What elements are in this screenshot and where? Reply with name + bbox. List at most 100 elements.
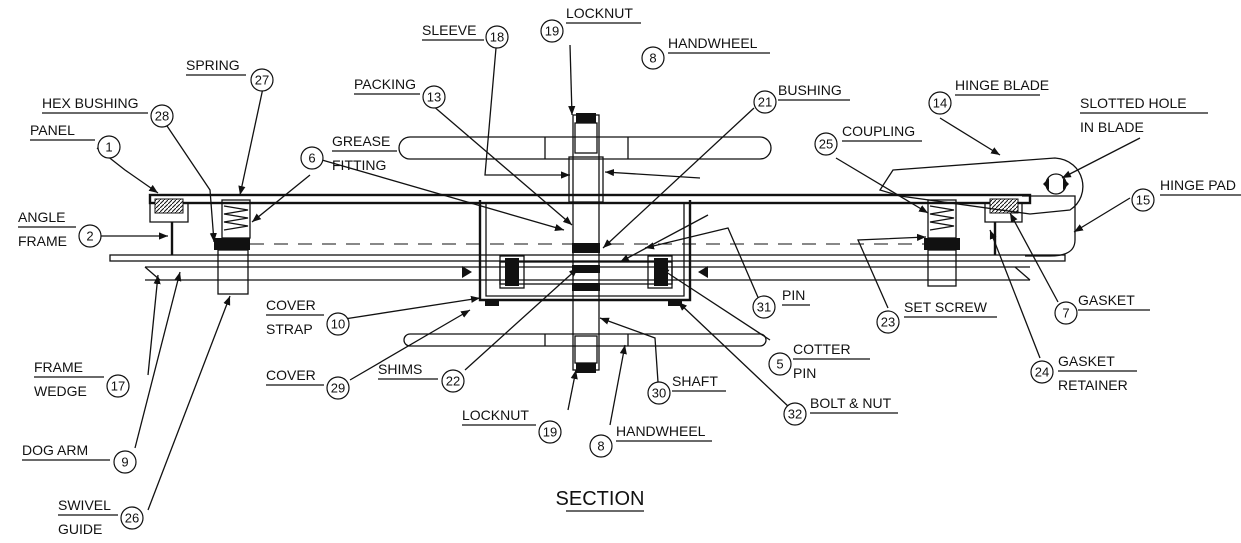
leader-gasket-retainer xyxy=(989,229,1041,359)
callout-label-bolt-nut: BOLT & NUT xyxy=(810,395,892,411)
center-housing-inner xyxy=(485,203,685,297)
callout-circle-coupling xyxy=(814,132,838,156)
panel-plate xyxy=(148,193,1032,205)
callout-number-packing: 13 xyxy=(427,90,441,105)
callout-label-dog-arm: DOG ARM xyxy=(22,442,88,458)
callout-label-shims: SHIMS xyxy=(378,361,422,377)
leader-hinge-blade xyxy=(939,117,1001,156)
callout-number-sleeve: 18 xyxy=(490,30,504,45)
callout-circle-hinge-blade xyxy=(928,91,952,115)
callout-number-frame-wedge: 17 xyxy=(111,379,125,394)
leader-coupling xyxy=(835,157,929,214)
callout-label-locknut-bottom: LOCKNUT xyxy=(462,407,529,423)
leader-packing xyxy=(431,104,573,226)
callout-label-angle-frame: ANGLE xyxy=(18,209,65,225)
callout-number-gasket: 7 xyxy=(1062,306,1069,321)
callout-spring: SPRING 27 xyxy=(186,57,274,92)
callout-number-pin: 31 xyxy=(757,300,771,315)
callout-circle-spring xyxy=(250,68,274,92)
leader-dog-arm xyxy=(134,271,182,449)
callout-label-coupling: COUPLING xyxy=(842,123,915,139)
handwheel-top-end-l xyxy=(398,136,411,160)
leader-hex-bushing xyxy=(160,116,217,243)
bolt-left xyxy=(505,258,519,286)
callout-label-sleeve: SLEEVE xyxy=(422,22,476,38)
callout-label-swivel-guide: SWIVEL xyxy=(58,497,111,513)
callout-label-pin: PIN xyxy=(782,287,805,303)
callout-circle-hinge-pad xyxy=(1131,188,1155,212)
callout-label-spring: SPRING xyxy=(186,57,240,73)
leader-shims xyxy=(464,267,579,371)
shim-right xyxy=(668,300,682,306)
callout-number-angle-frame: 2 xyxy=(86,229,93,244)
callout-label-set-screw: SET SCREW xyxy=(904,299,988,315)
callout-number-handwheel-bottom: 8 xyxy=(597,439,604,454)
locknut-top-nut xyxy=(576,113,596,123)
swivel-guide-right xyxy=(927,249,957,287)
callout-label-cover-strap: COVER xyxy=(266,297,316,313)
locknut-bottom-body xyxy=(574,335,598,364)
callout-label-gasket-retainer: GASKET xyxy=(1058,353,1115,369)
callout-circle-cotter-pin xyxy=(768,352,792,376)
leader-grease-fitting-1 xyxy=(251,174,311,223)
callout-circle-gasket-retainer xyxy=(1030,360,1054,384)
callout-circle-hex-bushing xyxy=(150,104,174,128)
leader-locknut-bottom xyxy=(567,369,578,411)
callout-circle-frame-wedge xyxy=(106,374,130,398)
callout-number-grease-fitting: 6 xyxy=(308,151,315,166)
leader-pin-2 xyxy=(644,227,761,303)
sleeve xyxy=(568,156,604,203)
callout-circle-gasket xyxy=(1054,301,1078,325)
callout-label-slotted-hole: SLOTTED HOLE xyxy=(1080,95,1187,111)
leader-cover-strap xyxy=(337,295,481,321)
callout-circle-locknut-bottom xyxy=(538,420,562,444)
callout-circle-set-screw xyxy=(876,310,900,334)
spring-coil-right xyxy=(929,205,955,231)
callout-number-spring: 27 xyxy=(255,73,269,88)
leader-lines xyxy=(96,44,1141,511)
bolt-head-right xyxy=(647,255,673,289)
bolt-head-left xyxy=(499,255,525,289)
callout-handwheel-bottom: HANDWHEEL 8 xyxy=(589,423,712,458)
shaft-collar-2 xyxy=(572,283,600,291)
dog-tip-left xyxy=(462,266,472,278)
callout-number-bushing: 21 xyxy=(758,95,772,110)
callout-circle-handwheel-bottom xyxy=(589,434,613,458)
shim-left xyxy=(485,300,499,306)
callout-circle-bolt-nut xyxy=(783,402,807,426)
callout-circle-swivel-guide xyxy=(120,506,144,530)
leader-spring xyxy=(238,87,264,196)
section-title: SECTION xyxy=(556,488,645,510)
callout-label-handwheel-bottom: HANDWHEEL xyxy=(616,423,706,439)
callout-circle-bushing xyxy=(753,90,777,114)
callout-label-cotter-pin-2: PIN xyxy=(793,365,816,381)
callout-number-locknut-top: 19 xyxy=(545,24,559,39)
callout-circle-pin xyxy=(752,295,776,319)
callout-label-angle-frame-2: FRAME xyxy=(18,233,67,249)
callout-label-grease-fitting: GREASE xyxy=(332,133,390,149)
bushing-block xyxy=(572,243,600,253)
hex-bushing-right xyxy=(924,238,960,250)
callout-circle-shims xyxy=(441,369,465,393)
locknut-top-body xyxy=(574,122,598,154)
callout-number-bolt-nut: 32 xyxy=(788,407,802,422)
leader-handwheel-bottom xyxy=(609,344,627,426)
